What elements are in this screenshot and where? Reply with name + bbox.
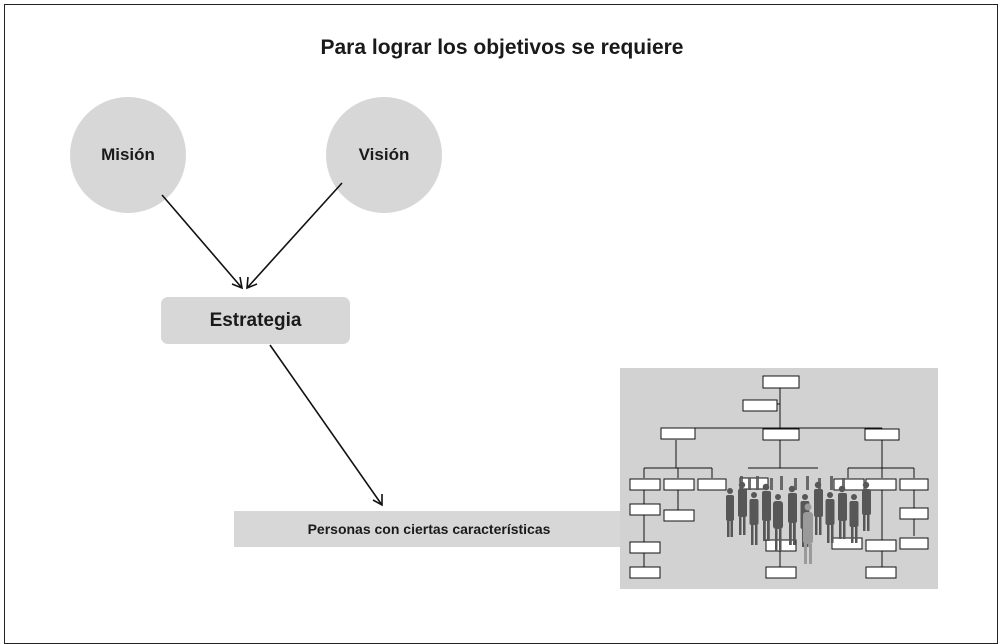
mision-label: Misión [101,145,155,164]
personas-node: Personas con ciertas características [234,511,624,547]
arrow-estrategia-to-personas [269,344,383,506]
vision-label: Visión [358,145,410,164]
org-chart-illustration [620,368,938,589]
arrow-vision-to-estrategia [246,182,343,289]
estrategia-node: Estrategia [161,297,350,344]
vision-node: Visión [326,97,442,213]
connector-arrows [161,182,383,507]
mision-node: Misión [70,97,186,213]
org-chart-icon [629,375,929,579]
personas-label: Personas con ciertas características [307,521,551,537]
diagram-title: Para lograr los objetivos se requiere [320,36,684,59]
estrategia-label: Estrategia [209,309,302,331]
arrow-mision-to-estrategia [161,194,243,289]
